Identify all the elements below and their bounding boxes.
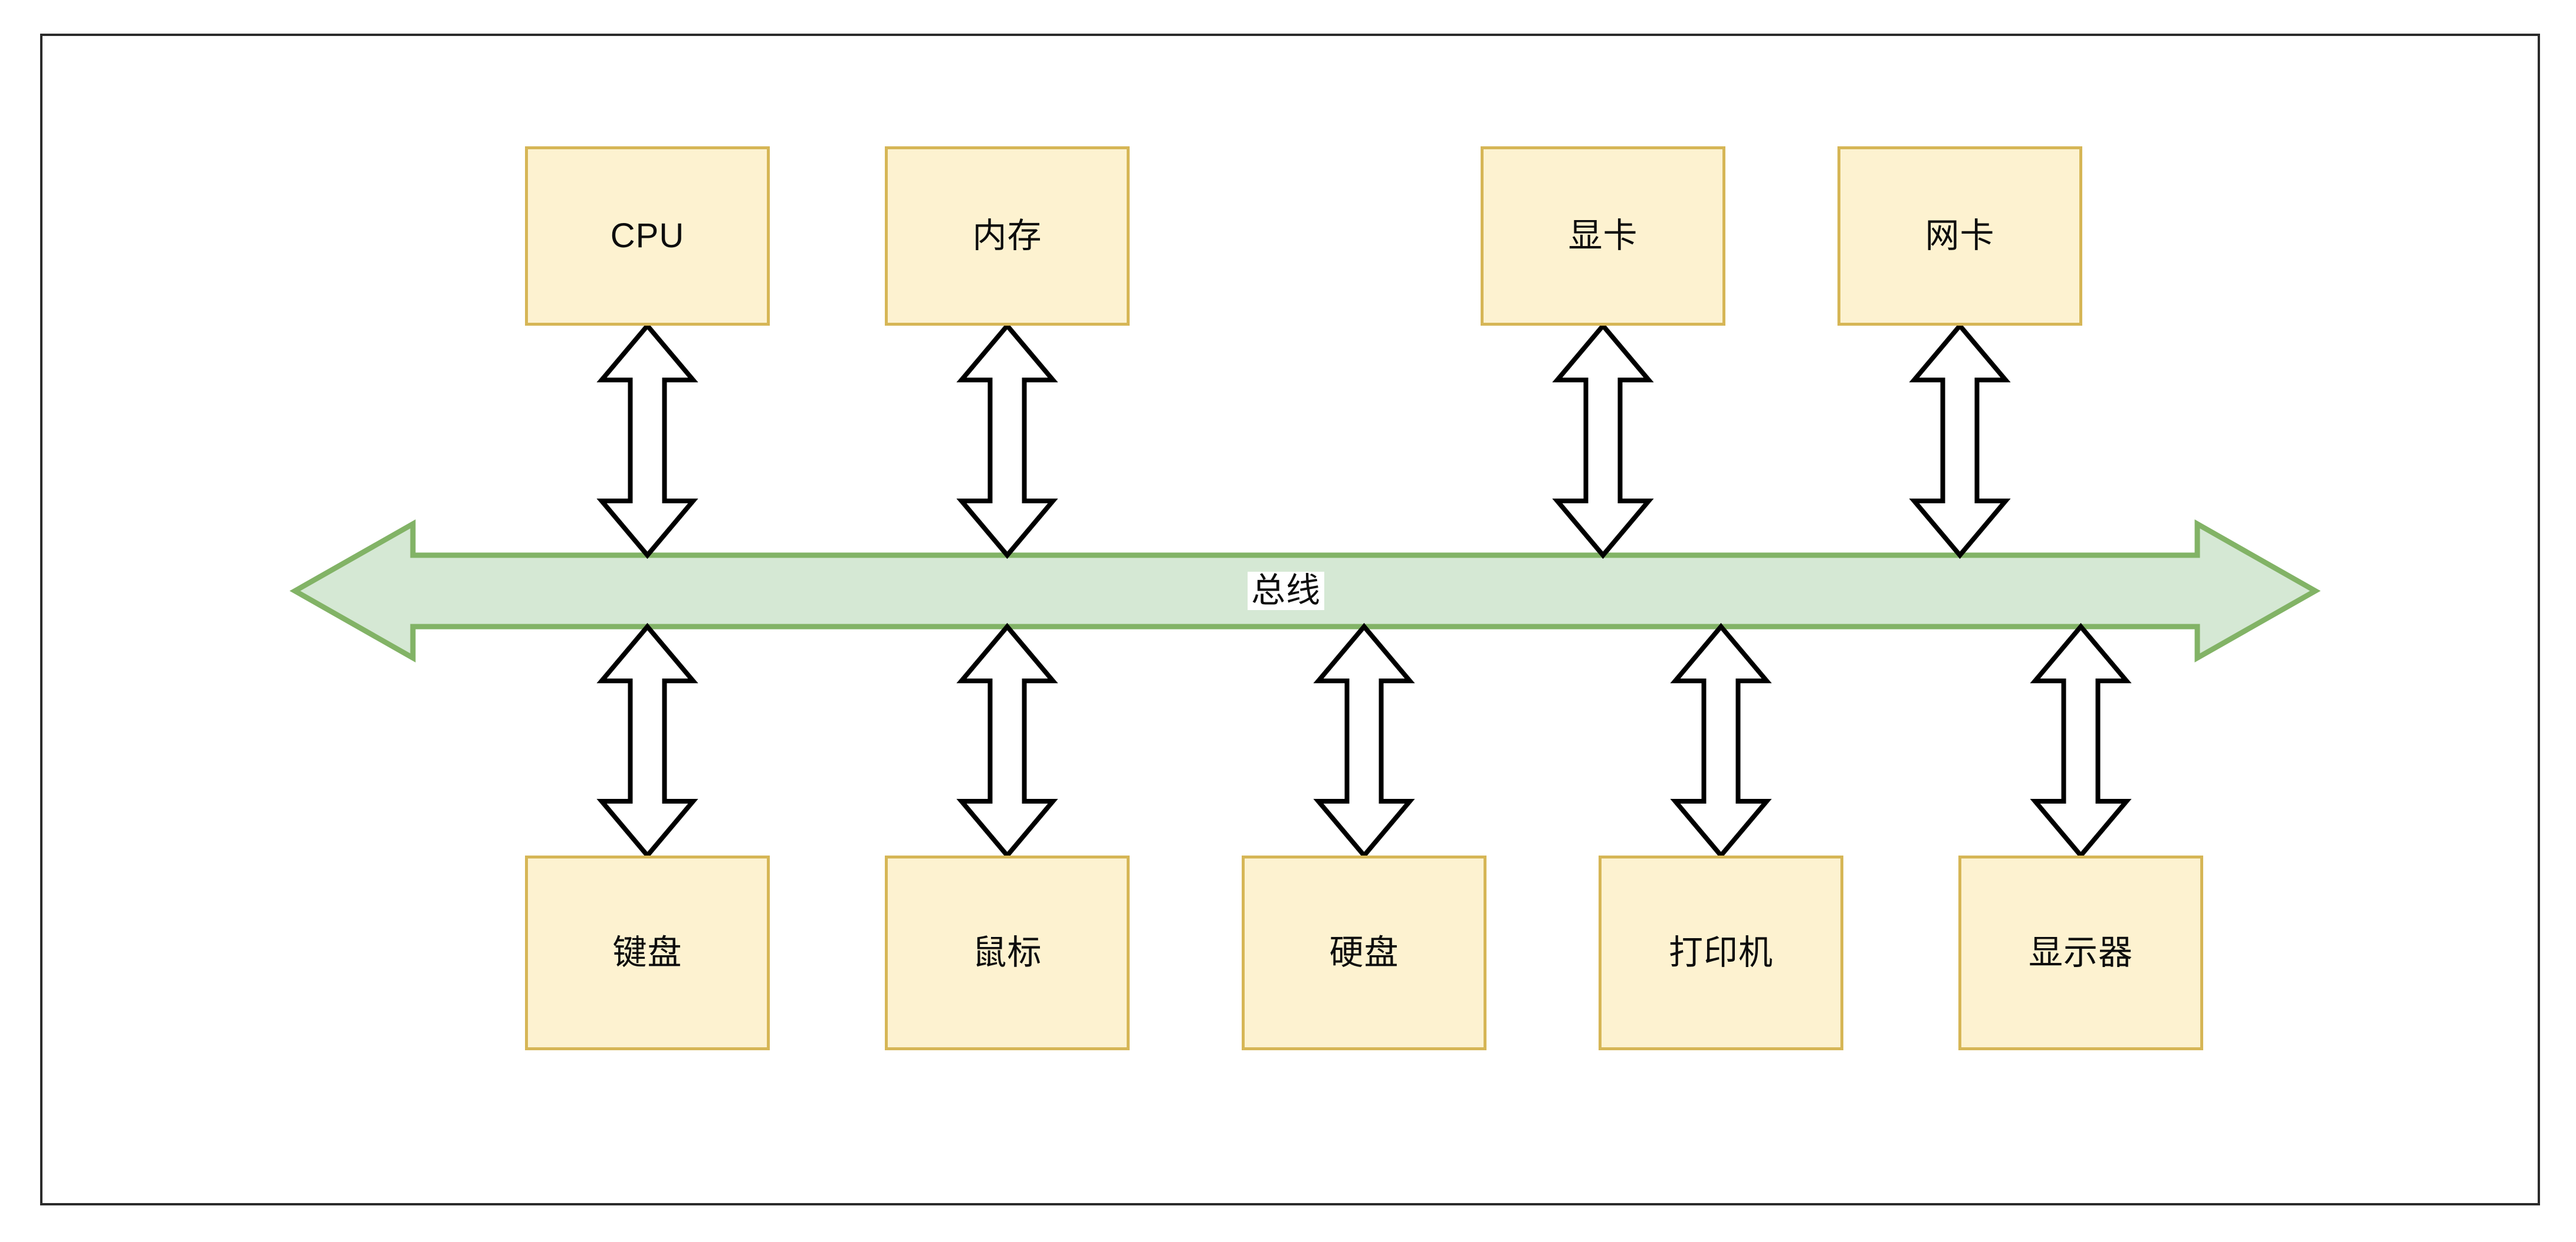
component-label-cpu: CPU bbox=[610, 217, 685, 255]
component-label-gpu: 显卡 bbox=[1568, 217, 1638, 255]
component-label-printer: 打印机 bbox=[1668, 933, 1773, 972]
component-label-monitor: 显示器 bbox=[2028, 933, 2133, 972]
component-label-keyboard: 键盘 bbox=[612, 933, 682, 972]
connector-arrow-memory bbox=[956, 322, 1058, 559]
connector-arrow-gpu bbox=[1552, 322, 1654, 559]
connector-arrow-monitor bbox=[2030, 622, 2132, 860]
component-box-mouse[interactable]: 鼠标 bbox=[885, 856, 1130, 1050]
connector-arrow-cpu bbox=[596, 322, 698, 559]
component-box-gpu[interactable]: 显卡 bbox=[1481, 146, 1725, 326]
connector-arrow-harddisk bbox=[1313, 622, 1415, 860]
component-label-harddisk: 硬盘 bbox=[1329, 933, 1399, 972]
component-box-cpu[interactable]: CPU bbox=[525, 146, 770, 326]
component-box-printer[interactable]: 打印机 bbox=[1599, 856, 1843, 1050]
connector-arrow-nic bbox=[1909, 322, 2011, 559]
component-box-harddisk[interactable]: 硬盘 bbox=[1242, 856, 1486, 1050]
connector-arrow-keyboard bbox=[596, 622, 698, 860]
bus-label-container: 总线 bbox=[1248, 572, 1325, 610]
component-box-monitor[interactable]: 显示器 bbox=[1958, 856, 2203, 1050]
component-label-memory: 内存 bbox=[972, 217, 1042, 255]
component-box-memory[interactable]: 内存 bbox=[885, 146, 1130, 326]
component-label-mouse: 鼠标 bbox=[972, 933, 1042, 972]
component-box-nic[interactable]: 网卡 bbox=[1837, 146, 2082, 326]
component-label-nic: 网卡 bbox=[1925, 217, 1995, 255]
connector-arrows bbox=[596, 322, 2132, 860]
component-box-keyboard[interactable]: 键盘 bbox=[525, 856, 770, 1050]
connector-arrow-mouse bbox=[956, 622, 1058, 860]
bus-label: 总线 bbox=[1248, 572, 1325, 610]
connector-arrow-printer bbox=[1670, 622, 1772, 860]
